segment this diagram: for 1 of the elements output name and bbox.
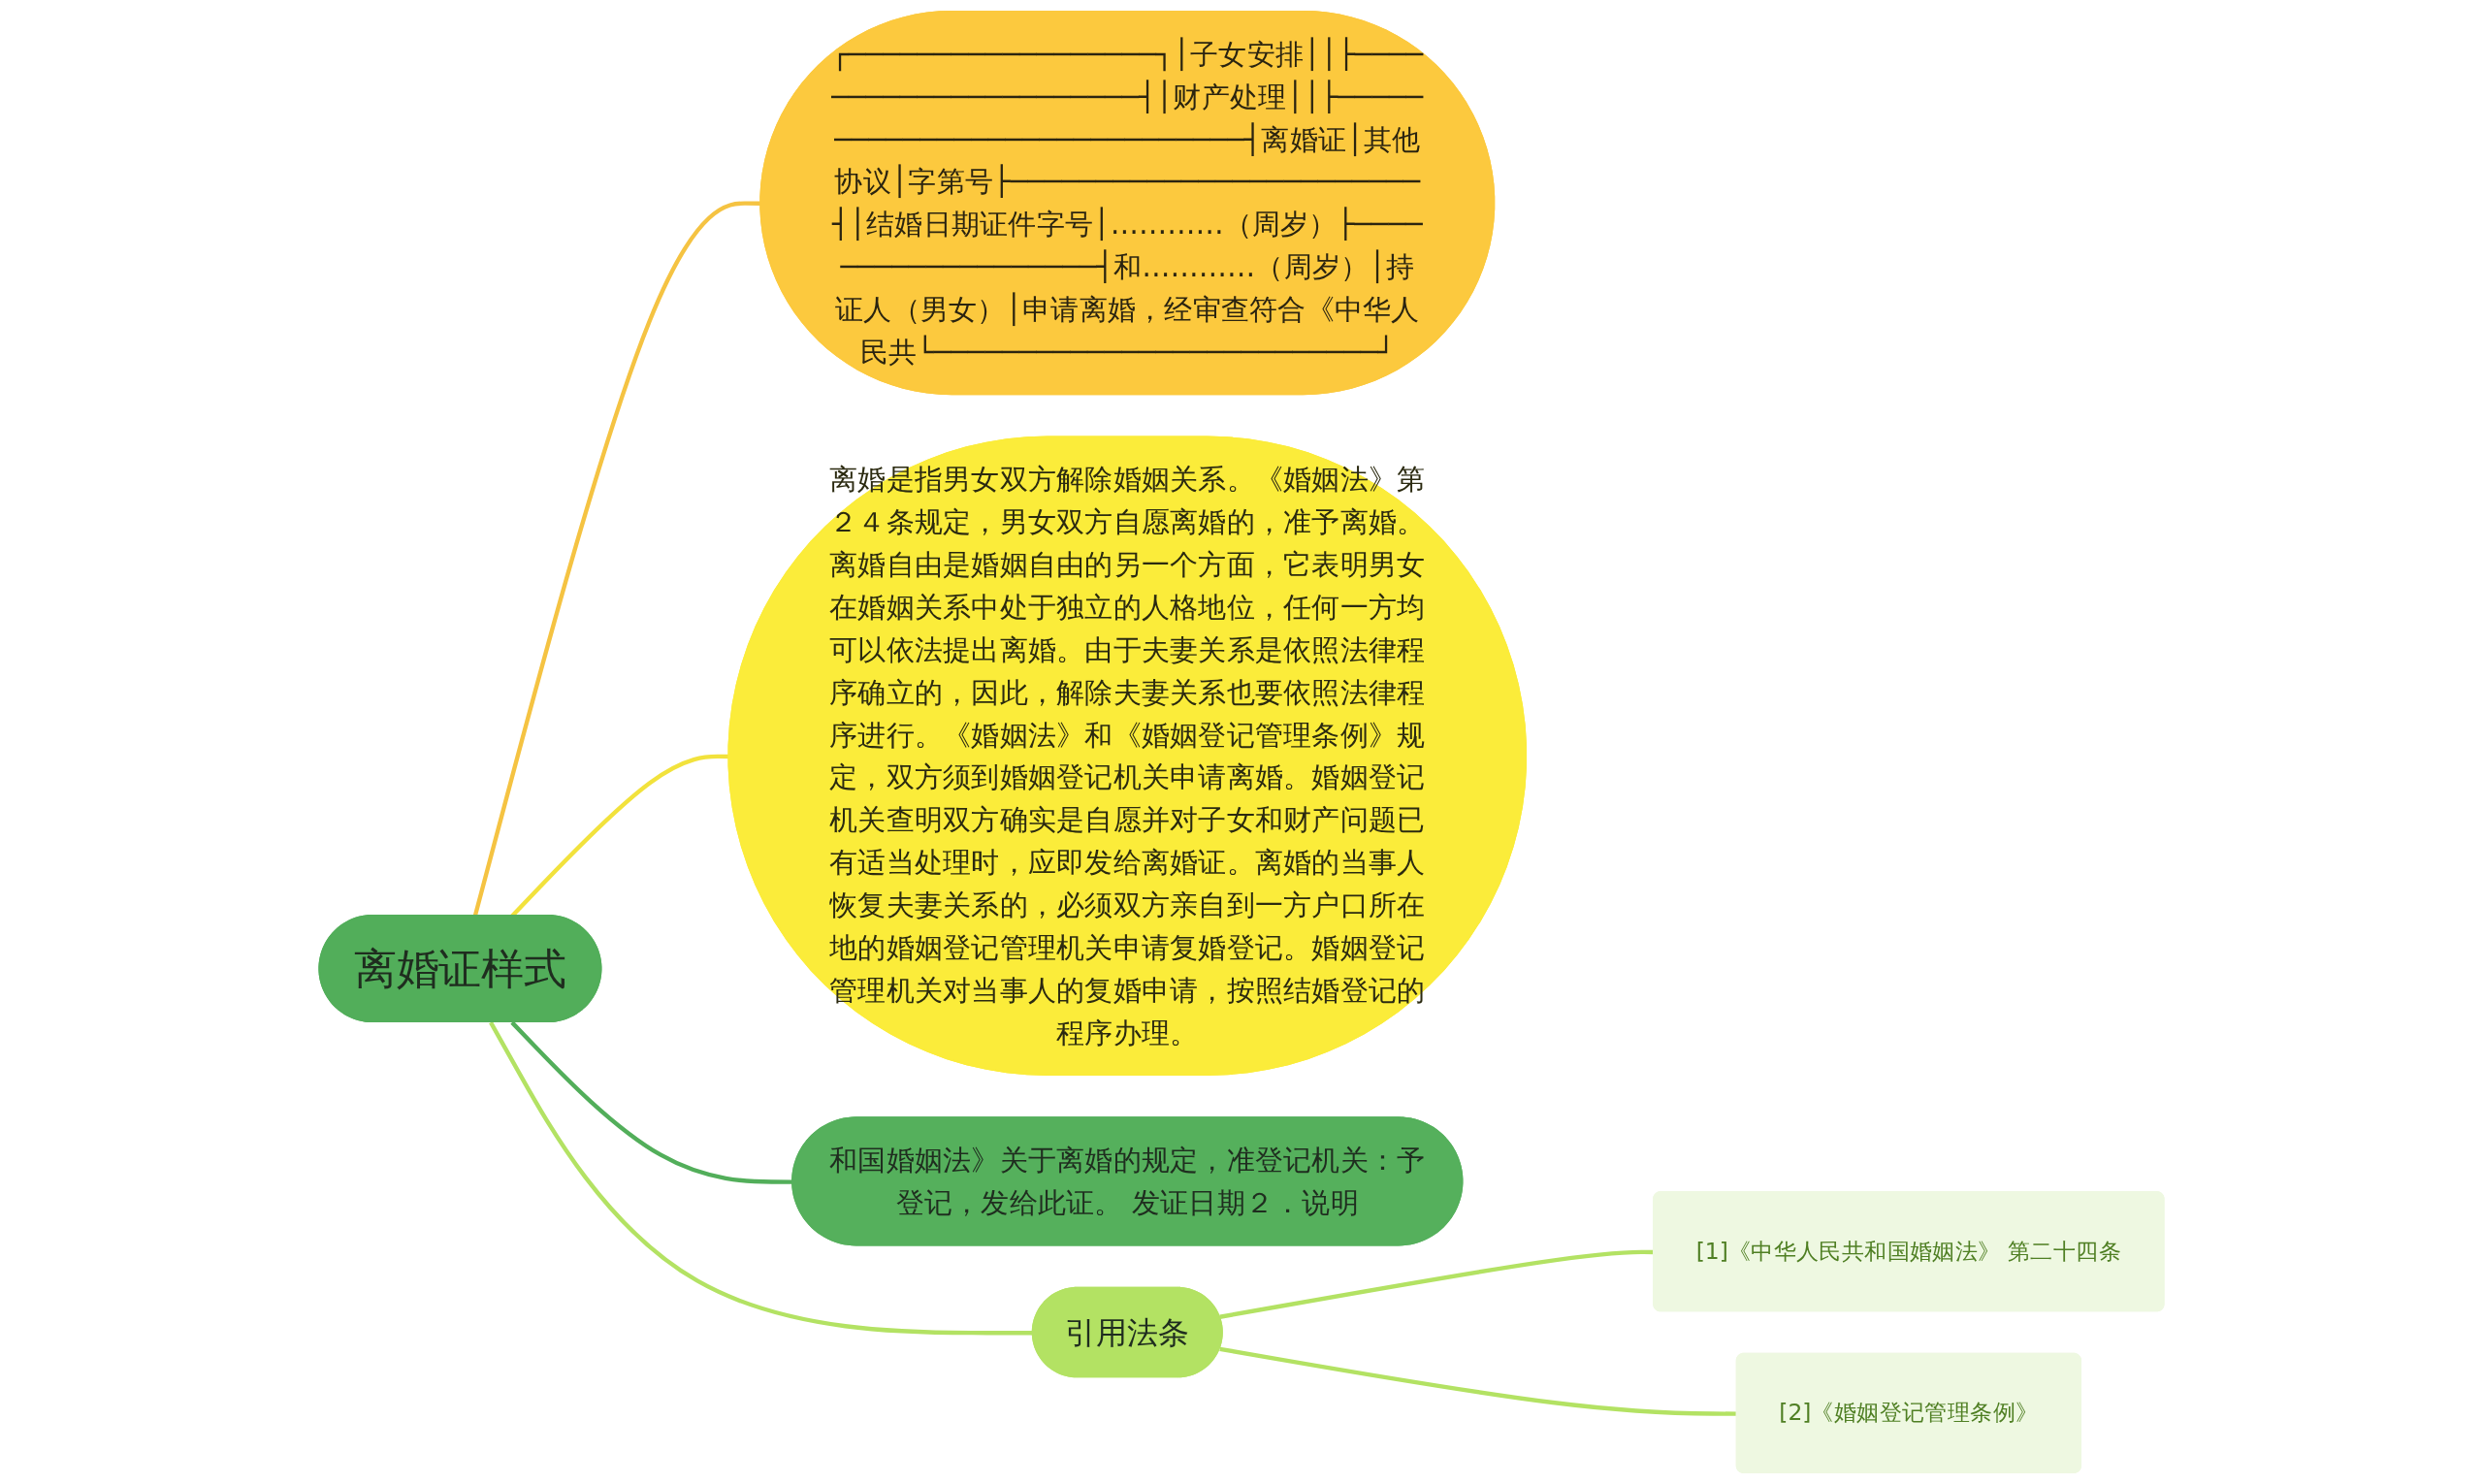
connector — [510, 1020, 793, 1184]
